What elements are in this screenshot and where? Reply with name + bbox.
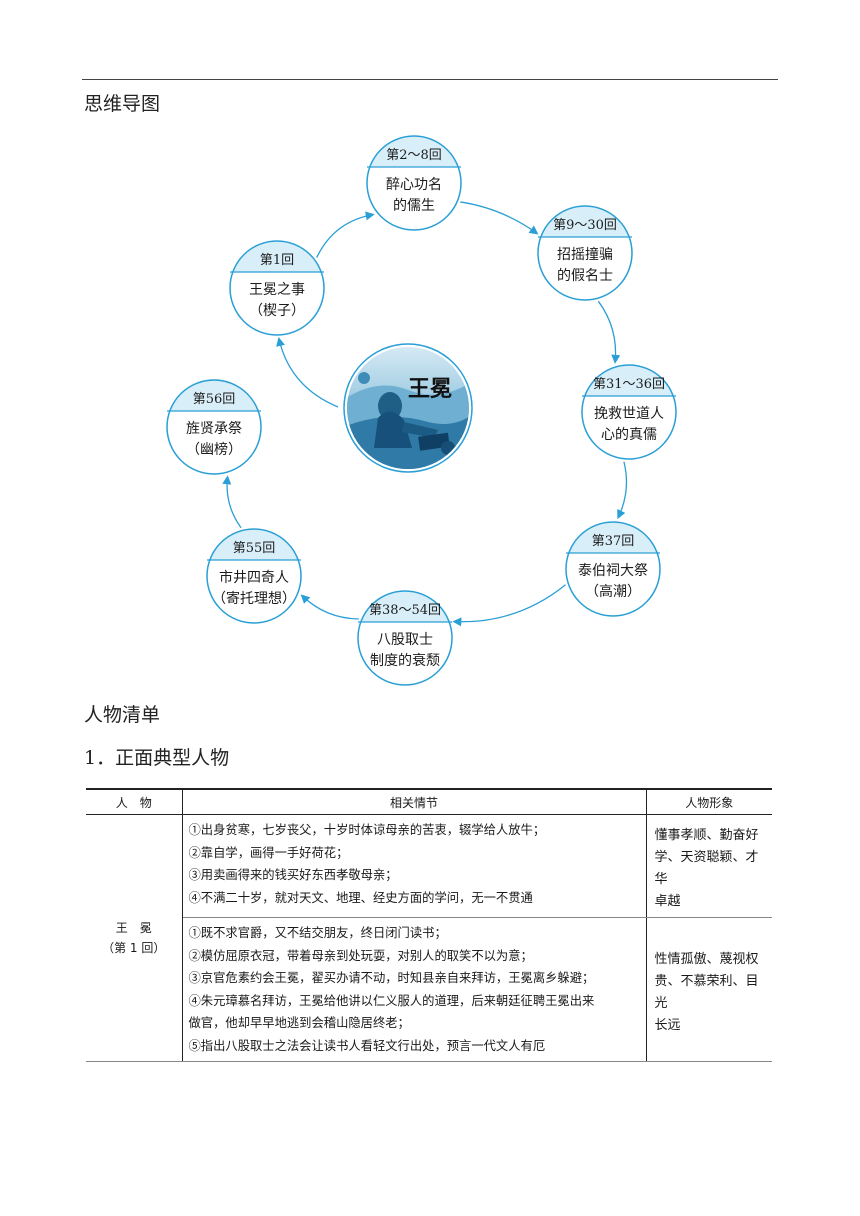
node-circle	[166, 379, 262, 475]
node-line: （高潮）	[585, 583, 641, 600]
header-image: 人物形象	[645, 788, 772, 815]
person-name: 王 冕	[115, 921, 152, 935]
node-line: 心的真儒	[601, 427, 657, 443]
node-circle	[357, 590, 453, 686]
flow-arrow	[597, 300, 621, 364]
node-line: 八股取士	[377, 632, 433, 648]
node-title: 第55回	[233, 541, 276, 556]
mind-map: 王冕 第1回王冕之事（楔子）第2～8回醉心功名的儒生第9～30回招摇撞骗的假名士…	[160, 127, 710, 692]
plot-line: ②靠自学，画得一手好荷花；	[188, 845, 349, 860]
plot-line: ②模仿屈原衣冠，带着母亲到处玩耍，对别人的取笑不以为意；	[188, 948, 533, 963]
table-header-row: 人 物 相关情节 人物形象	[86, 788, 772, 815]
plot-line: ③京官危素约会王冕，翟买办请不动，时知县亲自来拜访，王冕离乡躲避；	[188, 971, 595, 985]
node-line: 泰伯祠大祭	[578, 563, 648, 579]
node-line: （寄托理想）	[212, 590, 296, 607]
node-circle	[366, 135, 462, 231]
flow-arrow	[276, 337, 339, 408]
node-line: （幽榜）	[186, 441, 242, 458]
node-circle	[565, 521, 661, 617]
center-portrait: 王冕	[343, 343, 473, 473]
node-circle	[206, 528, 302, 624]
node-line: 的假名士	[557, 268, 613, 284]
mindmap-heading: 思维导图	[84, 93, 161, 115]
node-circle	[229, 240, 325, 336]
table-row: 王 冕 （第 1 回） ①出身贫寒，七岁丧父，十岁时体谅母亲的苦衷，辍学给人放牛…	[86, 814, 772, 1062]
plot-line: ③用卖画得来的钱买好东西孝敬母亲；	[188, 868, 398, 882]
plot-cell: ①出身贫寒，七岁丧父，十岁时体谅母亲的苦衷，辍学给人放牛； ②靠自学，画得一手好…	[181, 814, 647, 918]
node-line: 王冕之事	[249, 282, 305, 298]
top-rule	[82, 79, 778, 80]
image-line: 贵、不慕荣利、目光	[654, 973, 759, 1011]
node-circle	[581, 364, 677, 460]
image-line: 性情孤傲、蔑视权	[654, 951, 759, 967]
image-line: 长远	[654, 1017, 681, 1033]
flow-arrow	[300, 594, 359, 620]
flow-arrow	[316, 211, 375, 258]
table-row: ①既不求官爵，又不结交朋友，终日闭门读书； ②模仿屈原衣冠，带着母亲到处玩耍，对…	[86, 917, 772, 1062]
node-line: 招摇撞骗	[557, 247, 613, 263]
portrait-illustration	[347, 347, 469, 469]
node-line: 市井四奇人	[219, 569, 289, 586]
person-cell: 王 冕 （第 1 回）	[86, 814, 183, 1062]
header-person: 人 物	[86, 788, 183, 815]
plot-line: ①既不求官爵，又不结交朋友，终日闭门读书；	[188, 926, 447, 940]
flow-arrow	[452, 584, 566, 627]
flow-arrow	[617, 461, 628, 520]
plot-line: ⑤指出八股取士之法会让读书人看轻文行出处，预言一代文人有厄	[188, 1038, 546, 1053]
node-line: 醉心功名	[386, 177, 442, 193]
node-line: 旌贤承祭	[186, 421, 242, 437]
node-title: 第2～8回	[386, 148, 442, 163]
plot-line: ④不满二十岁，就对天文、地理、经史方面的学问，无一不贯通	[188, 890, 533, 905]
node-line: 的儒生	[393, 198, 435, 214]
node-title: 第38～54回	[369, 603, 441, 618]
plot-line: 做官，他却早早地逃到会稽山隐居终老；	[188, 1016, 410, 1030]
node-line: （楔子）	[249, 303, 305, 319]
node-title: 第1回	[260, 253, 294, 268]
characters-heading: 人物清单	[84, 704, 161, 726]
header-plot: 相关情节	[181, 788, 647, 815]
subheading: 1．正面典型人物	[84, 747, 230, 769]
plot-line: ①出身贫寒，七岁丧父，十岁时体谅母亲的苦衷，辍学给人放牛；	[188, 823, 546, 837]
image-line: 卓越	[654, 894, 681, 909]
character-table: 人 物 相关情节 人物形象 王 冕 （第 1 回） ①出身贫寒，七岁丧父，十岁时…	[86, 788, 772, 1062]
flow-arrow	[222, 475, 242, 529]
node-title: 第31～36回	[593, 377, 665, 392]
image-cell: 懂事孝顺、勤奋好 学、天资聪颖、才华 卓越	[645, 814, 772, 918]
image-cell: 性情孤傲、蔑视权 贵、不慕荣利、目光 长远	[645, 917, 772, 1062]
center-label: 王冕	[408, 377, 452, 402]
person-chapter: （第 1 回）	[102, 941, 166, 955]
flow-arrows	[222, 201, 628, 627]
node-line: 挽救世道人	[594, 406, 664, 422]
chapter-nodes: 第1回王冕之事（楔子）第2～8回醉心功名的儒生第9～30回招摇撞骗的假名士第31…	[166, 135, 677, 686]
node-title: 第56回	[193, 392, 236, 407]
node-title: 第9～30回	[553, 218, 617, 233]
node-circle	[537, 205, 633, 301]
node-title: 第37回	[592, 534, 635, 549]
plot-cell: ①既不求官爵，又不结交朋友，终日闭门读书； ②模仿屈原衣冠，带着母亲到处玩耍，对…	[182, 917, 647, 1062]
plot-line: ④朱元璋慕名拜访，王冕给他讲以仁义服人的道理，后来朝廷征聘王冕出来	[188, 993, 595, 1008]
flow-arrow	[460, 201, 539, 235]
image-line: 学、天资聪颖、才华	[654, 850, 759, 887]
image-line: 懂事孝顺、勤奋好	[654, 828, 759, 843]
node-line: 制度的衰颓	[370, 652, 440, 669]
